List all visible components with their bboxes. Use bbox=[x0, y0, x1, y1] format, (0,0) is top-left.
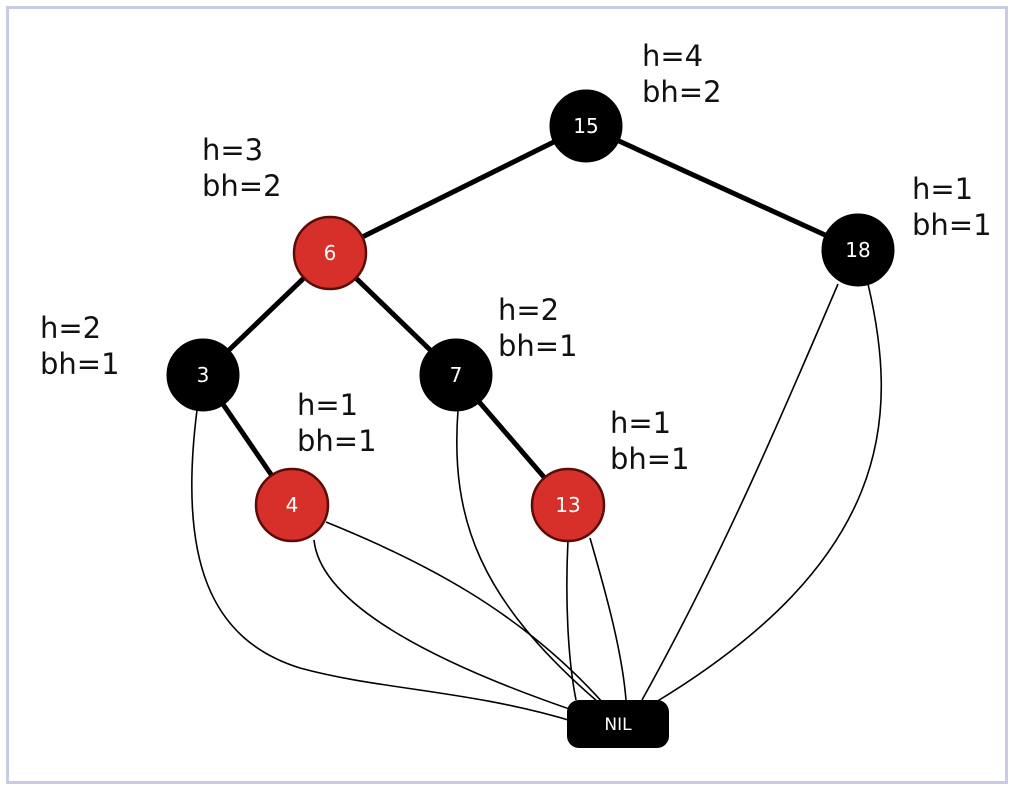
tree-nodes: 15 6 18 3 7 4 13 bbox=[166, 89, 895, 543]
node-13: 13 bbox=[530, 467, 606, 543]
node-7: 7 bbox=[419, 338, 493, 412]
nil-link-4 bbox=[313, 539, 597, 719]
height-label-13: h=1 bbox=[610, 406, 671, 440]
nil-box bbox=[567, 700, 669, 748]
node-3: 3 bbox=[166, 338, 240, 412]
nil-link-18 bbox=[655, 283, 883, 703]
edge-15-18 bbox=[584, 123, 860, 253]
node-6: 6 bbox=[292, 215, 368, 291]
node-18-label: 18 bbox=[845, 238, 870, 262]
height-label-18: h=1 bbox=[912, 172, 973, 206]
height-label-7: h=2 bbox=[498, 293, 559, 327]
node-15-circle bbox=[549, 89, 623, 163]
nil-sentinel: NIL bbox=[567, 700, 669, 748]
height-label-3: h=2 bbox=[40, 311, 101, 345]
black-height-label-6: bh=2 bbox=[202, 169, 282, 203]
black-height-label-15: bh=2 bbox=[642, 75, 722, 109]
node-13-circle bbox=[530, 467, 606, 543]
height-label-4: h=1 bbox=[297, 388, 358, 422]
node-6-circle bbox=[292, 215, 368, 291]
node-6-label: 6 bbox=[324, 241, 337, 265]
node-3-circle bbox=[166, 338, 240, 412]
node-13-label: 13 bbox=[555, 493, 580, 517]
black-height-label-18: bh=1 bbox=[912, 208, 992, 242]
black-height-label-13: bh=1 bbox=[610, 442, 690, 476]
node-7-circle bbox=[419, 338, 493, 412]
nil-label: NIL bbox=[604, 715, 632, 735]
node-15: 15 bbox=[549, 89, 623, 163]
node-18: 18 bbox=[821, 213, 895, 287]
nil-link-4 bbox=[325, 521, 605, 705]
black-height-label-3: bh=1 bbox=[40, 347, 120, 381]
height-label-6: h=3 bbox=[202, 133, 263, 167]
nil-link-13 bbox=[589, 537, 627, 701]
edge-15-6 bbox=[328, 123, 588, 256]
nil-link-7 bbox=[455, 409, 599, 703]
nil-link-3 bbox=[191, 409, 576, 723]
node-4-label: 4 bbox=[286, 493, 299, 517]
black-height-label-4: bh=1 bbox=[297, 424, 377, 458]
node-3-label: 3 bbox=[197, 363, 210, 387]
nil-link-13 bbox=[566, 539, 577, 701]
height-label-15: h=4 bbox=[642, 39, 703, 73]
nil-link-18 bbox=[641, 283, 839, 701]
node-4: 4 bbox=[254, 467, 330, 543]
black-height-label-7: bh=1 bbox=[498, 329, 578, 363]
node-7-label: 7 bbox=[450, 363, 463, 387]
node-4-circle bbox=[254, 467, 330, 543]
node-15-label: 15 bbox=[573, 114, 598, 138]
nil-links bbox=[191, 283, 883, 723]
node-18-circle bbox=[821, 213, 895, 287]
